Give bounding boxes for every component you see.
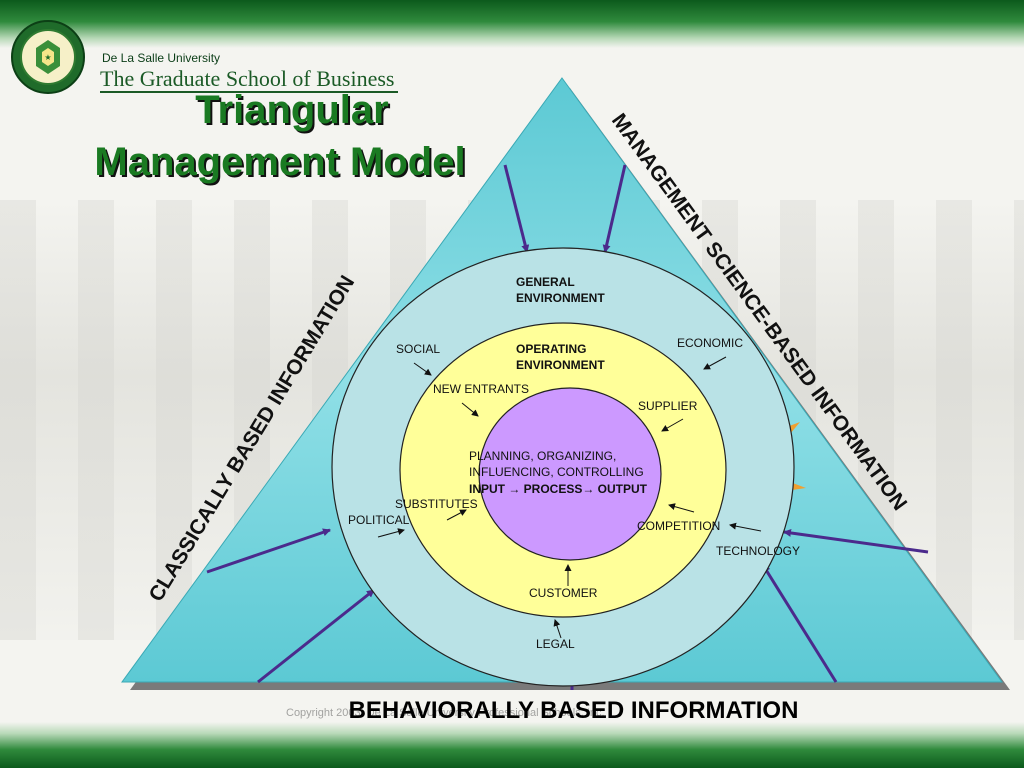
title-line-2: Management Model	[94, 140, 466, 184]
factor-competition: COMPETITION	[637, 519, 720, 533]
bottom-green-band	[0, 722, 1024, 768]
accent-mark	[790, 482, 806, 490]
university-name: De La Salle University	[102, 51, 221, 65]
bottom-side-label: BEHAVIORALLY BASED INFORMATION	[0, 697, 1024, 725]
arrow-new-entrants	[461, 402, 479, 417]
university-seal-logo: ★	[11, 20, 85, 94]
operating-environment-label: OPERATING ENVIRONMENT	[516, 342, 605, 372]
factor-substitutes: SUBSTITUTES	[395, 497, 478, 511]
factor-supplier: SUPPLIER	[638, 399, 698, 413]
bottom-side-text: BEHAVIORALLY BASED INFORMATION	[348, 697, 799, 724]
school-name-underline	[100, 91, 398, 93]
title-line-1: Triangular	[195, 88, 389, 132]
page-title: Triangular Management Model	[20, 84, 540, 188]
arrow-competition-outer	[729, 522, 762, 532]
arrow-supplier	[661, 418, 684, 432]
top-green-band	[0, 0, 1024, 48]
arrow-competition-inner	[668, 503, 695, 513]
copyright-watermark: Copyright 2003, De La Salle University P…	[286, 707, 605, 719]
factor-arrows	[377, 356, 762, 639]
core-functions-label: PLANNING, ORGANIZING, INFLUENCING, CONTR…	[469, 449, 648, 496]
core-management-circle	[478, 387, 662, 561]
svg-text:★: ★	[44, 53, 51, 62]
factor-economic: ECONOMIC	[677, 336, 743, 350]
factor-legal: LEGAL	[536, 637, 575, 651]
general-environment-label: GENERAL ENVIRONMENT	[516, 275, 605, 305]
arrow-left-lower	[257, 588, 375, 684]
factor-technology: TECHNOLOGY	[716, 544, 800, 558]
information-arrows	[206, 164, 929, 690]
arrow-political	[377, 528, 405, 538]
arrow-legal	[553, 619, 562, 639]
factor-political: POLITICAL	[348, 513, 410, 527]
arrow-social	[413, 362, 432, 376]
factor-social: SOCIAL	[396, 342, 440, 356]
factor-customer: CUSTOMER	[529, 586, 598, 600]
factor-new-entrants: NEW ENTRANTS	[433, 382, 529, 396]
arrow-top-left	[503, 164, 530, 253]
school-name: The Graduate School of Business	[100, 66, 395, 91]
arrow-economic	[703, 356, 727, 370]
arrow-top-right	[602, 164, 627, 253]
arrow-right-lower	[761, 564, 838, 683]
arrow-substitutes	[446, 509, 467, 521]
arrow-left-upper	[206, 528, 331, 574]
arrow-right-upper	[783, 529, 929, 554]
